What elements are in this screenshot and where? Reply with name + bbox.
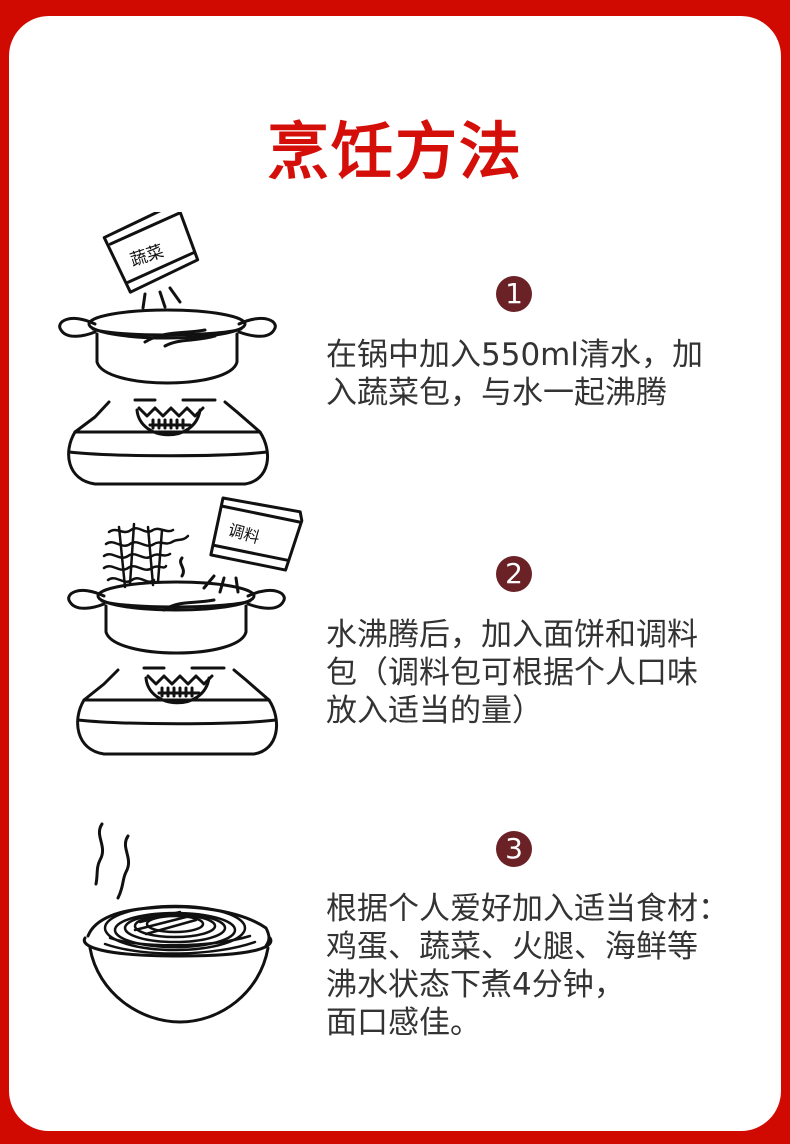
step-3-line-2: 鸡蛋、蔬菜、火腿、海鲜等 bbox=[326, 929, 698, 965]
step-3-text: 根据个人爱好加入适当食材： 鸡蛋、蔬菜、火腿、海鲜等 沸水状态下煮4分钟， 面口… bbox=[326, 890, 756, 1042]
step-1-line-2: 入蔬菜包，与水一起沸腾 bbox=[326, 375, 667, 411]
step-3-line-4: 面口感佳。 bbox=[326, 1005, 481, 1041]
step-2-line-2: 包（调料包可根据个人口味 bbox=[326, 655, 698, 691]
noodle-bowl-steam-icon bbox=[80, 818, 280, 1028]
pot-on-stove-noodles-seasoning-icon: 调料 bbox=[64, 492, 304, 767]
step-2-line-3: 放入适当的量） bbox=[326, 693, 543, 729]
step-2-line-1: 水沸腾后，加入面饼和调料 bbox=[326, 617, 698, 653]
content-card bbox=[9, 16, 781, 1131]
page-title: 烹饪方法 bbox=[266, 115, 523, 188]
pot-on-stove-vegetable-packet-icon: 蔬菜 bbox=[55, 212, 285, 487]
step-1-text: 在锅中加入550ml清水，加 入蔬菜包，与水一起沸腾 bbox=[326, 336, 756, 412]
step-2-number-badge: 2 bbox=[496, 556, 532, 592]
step-1-number-badge: 1 bbox=[496, 276, 532, 312]
step-3-line-3: 沸水状态下煮4分钟， bbox=[326, 967, 625, 1003]
step-1-line-1: 在锅中加入550ml清水，加 bbox=[326, 337, 703, 373]
step-3-number-badge: 3 bbox=[496, 831, 532, 867]
step-3-line-1: 根据个人爱好加入适当食材： bbox=[326, 891, 729, 927]
step-2-text: 水沸腾后，加入面饼和调料 包（调料包可根据个人口味 放入适当的量） bbox=[326, 616, 756, 730]
